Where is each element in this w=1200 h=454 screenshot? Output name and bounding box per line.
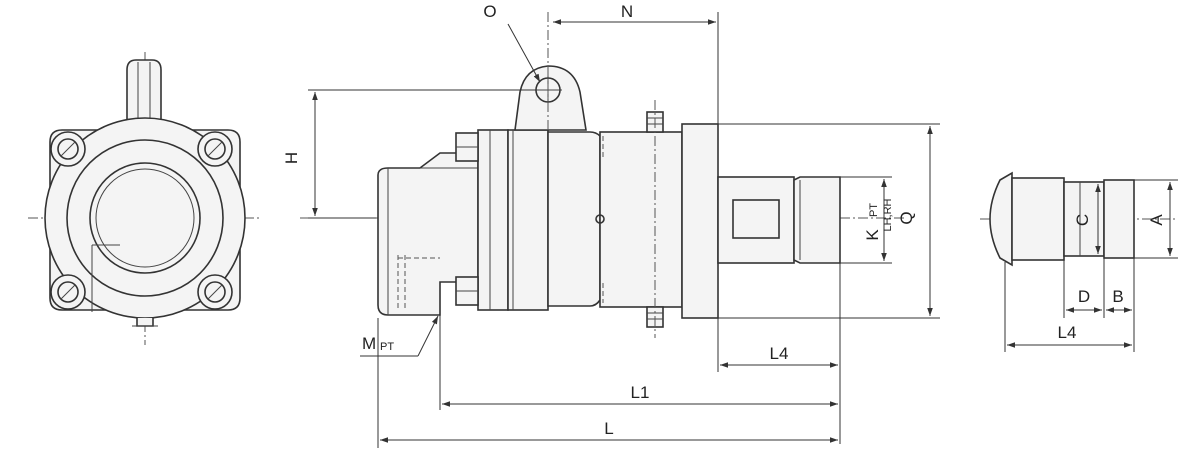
label-o: O: [483, 2, 496, 21]
label-d: D: [1078, 287, 1090, 306]
label-n: N: [621, 2, 633, 21]
dimension-h: H: [282, 89, 536, 219]
dimension-a: A: [1134, 179, 1178, 259]
label-l: L: [604, 419, 613, 438]
dimension-l4-main: L4: [717, 263, 841, 444]
label-l4-side: L4: [1058, 323, 1077, 342]
dimension-m: M PT: [360, 315, 439, 357]
label-m-sub: PT: [380, 341, 394, 353]
dimension-q: Q: [718, 123, 940, 319]
label-l1: L1: [631, 383, 650, 402]
bolt-bottom-right: [197, 274, 233, 310]
label-m: M: [362, 334, 376, 353]
bolt-bottom-left: [50, 274, 86, 310]
dimension-l1: L1: [439, 315, 838, 410]
bolt-top-right: [197, 131, 233, 167]
dimension-k: K PT LH,RH: [840, 176, 894, 264]
dimension-o: O: [483, 2, 541, 83]
label-h: H: [282, 152, 301, 164]
dimension-c: C: [1073, 184, 1101, 254]
label-a: A: [1147, 214, 1166, 226]
end-view: [28, 52, 262, 345]
dimension-n: N: [553, 2, 719, 125]
dimension-l4-side: L4: [1004, 262, 1132, 352]
bolt-top-left: [50, 131, 86, 167]
side-view: [300, 12, 905, 338]
label-l4-main: L4: [770, 344, 789, 363]
dimension-l: L: [377, 318, 838, 448]
dimension-d-b: D B: [1063, 258, 1135, 352]
label-k: K: [863, 229, 882, 241]
label-c: C: [1073, 214, 1092, 226]
label-k-sub-pt: PT: [868, 203, 880, 217]
label-q: Q: [897, 211, 916, 224]
label-b: B: [1112, 287, 1123, 306]
label-k-sub-lhrh: LH,RH: [882, 198, 894, 231]
